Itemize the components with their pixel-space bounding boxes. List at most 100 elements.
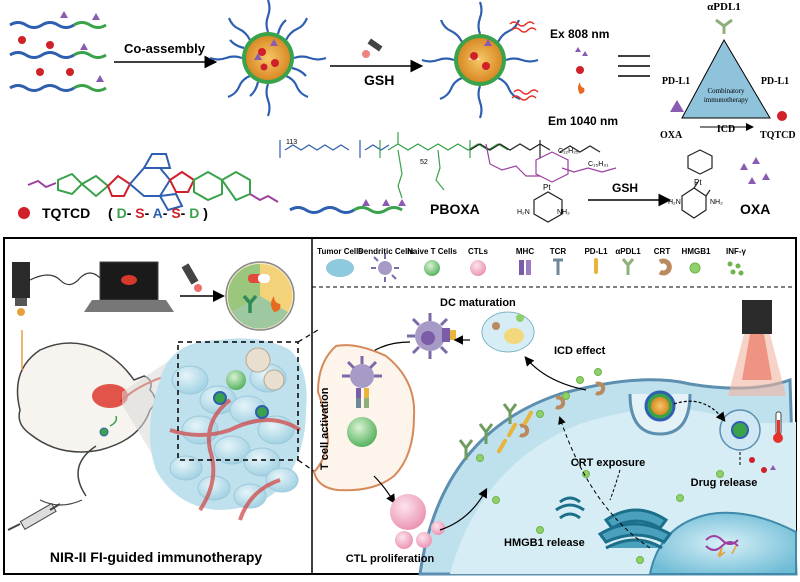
triangle-center-line1: Combinatory — [708, 87, 745, 95]
tqtcd-structure — [27, 153, 279, 212]
hmgb1-release-label: HMGB1 release — [504, 537, 585, 549]
legend-icon-tcr — [553, 258, 563, 275]
drug-release-label: Drug release — [691, 477, 758, 489]
crt-exposure-label: CRT exposure — [571, 457, 646, 469]
coassembly-arrow: Co-assembly — [114, 41, 218, 69]
triangle-center-line2: immunotherapy — [704, 96, 749, 104]
legend-label-tumor-cells: Tumor Cells — [317, 247, 363, 256]
triangle-bottom-edge: ICD — [717, 124, 735, 135]
release-gsh-label: GSH — [612, 181, 638, 195]
dna-strands — [705, 535, 739, 551]
triangle-top-label: αPDL1 — [707, 1, 741, 13]
tumor-antigen-cell — [481, 311, 535, 353]
laser-pointer-icon — [367, 38, 383, 52]
pboxa-n113: 113 — [286, 139, 297, 146]
equals-sign — [618, 55, 650, 77]
laser-device-icon — [181, 263, 199, 285]
excitation-rays — [509, 21, 539, 101]
triangle-right-edge: PD-L1 — [761, 76, 789, 87]
seq-s1: S — [135, 205, 144, 221]
pboxa-h2n: H₂N — [517, 209, 530, 216]
camera-icon — [12, 262, 30, 298]
tqtcd-label: TQTCD — [42, 205, 90, 221]
mouse-illustration — [16, 330, 156, 506]
released-agents — [575, 47, 588, 94]
ctl-proliferation-label: CTL proliferation — [346, 553, 435, 565]
er-organelle — [597, 508, 673, 550]
bottom-panel-frame — [3, 237, 797, 575]
legend-label-crt: CRT — [654, 247, 671, 256]
pboxa-pt: Pt — [543, 183, 551, 192]
tqtcd-sequence: ( D- S- A- S- D ) — [108, 205, 208, 221]
legend-icon-tumor-cells — [326, 259, 354, 277]
seq-d2: D — [189, 205, 199, 221]
light-source — [728, 300, 786, 396]
seq-s2: S — [171, 205, 180, 221]
legend-label-apdl1: αPDL1 — [615, 247, 641, 256]
legend-label-ctls: CTLs — [468, 247, 489, 256]
legend-icon-dendritic-cells — [371, 254, 399, 282]
injected-np — [99, 427, 109, 437]
dc-maturation-label: DC maturation — [440, 297, 516, 309]
triangle-left-edge: PD-L1 — [662, 76, 690, 87]
gsh-label: GSH — [364, 72, 394, 88]
legend-label-mhc: MHC — [516, 247, 534, 256]
pboxa-nh2: NH₂ — [557, 209, 570, 216]
oxa-label: OXA — [740, 201, 770, 217]
thermometer-icon — [773, 411, 783, 443]
polymer-chains — [9, 11, 107, 92]
pboxa-structure — [279, 132, 617, 223]
legend-icon-mhc — [519, 260, 524, 275]
apdl1-icon — [715, 18, 733, 34]
seq-d1: D — [117, 205, 127, 221]
legend-icon-infg — [727, 261, 744, 276]
legend-icon-pdl1 — [594, 258, 598, 274]
left-panel-caption: NIR-II FI-guided immunotherapy — [50, 549, 263, 565]
legend-icon-naive-t-cells — [424, 260, 440, 276]
legend-label-dendritic-cells: Dendritic Cells — [358, 247, 415, 256]
laptop-base — [84, 300, 174, 312]
golgi-organelle — [555, 496, 585, 520]
legend-icon-hmgb1 — [689, 262, 701, 274]
tumor-site — [92, 384, 128, 408]
nucleus — [648, 511, 797, 575]
t-cell-activation-label: T cell activation — [319, 387, 331, 470]
crt-membrane-markers — [519, 381, 606, 438]
zoom-box — [177, 341, 299, 461]
pboxa-n52: 52 — [420, 159, 428, 166]
nanoparticle-assembled — [209, 0, 327, 117]
oxa-triangles — [740, 157, 770, 184]
em-label: Em 1040 nm — [548, 114, 618, 128]
legend-label-tcr: TCR — [550, 247, 567, 256]
combinatory-triangle: αPDL1 PD-L1 PD-L1 Combinatory immunother… — [660, 1, 796, 141]
coassembly-label: Co-assembly — [124, 41, 206, 56]
antibody-icon — [242, 294, 258, 313]
pboxa-c12: C₁₂H₂₅ — [558, 148, 579, 155]
flame-icon — [271, 296, 281, 312]
lamp-icon — [742, 300, 772, 334]
legend-icon-crt — [658, 258, 672, 276]
gsh-laser-step: GSH — [330, 38, 424, 88]
tqtcd-dot — [18, 207, 30, 219]
pboxa-label: PBOXA — [430, 201, 480, 217]
legend-icon-apdl1 — [621, 258, 635, 275]
oxa-structure — [681, 149, 713, 219]
dendritic-cell — [407, 313, 456, 359]
therapy-badge — [225, 261, 295, 331]
hmgb1-dots — [476, 368, 724, 564]
imaging-setup — [12, 261, 225, 316]
nanoparticle-released — [421, 1, 539, 119]
pboxa-c15: C₁₅H₃₁ — [588, 161, 609, 168]
legend-icon-ctls — [470, 260, 486, 276]
t-cell-activation-group — [342, 356, 382, 447]
oxa-h2n: H₂N — [668, 199, 681, 206]
antibodies-bound — [458, 403, 518, 460]
legend-label-hmgb1: HMGB1 — [682, 247, 711, 256]
legend-label-pdl1: PD-L1 — [584, 247, 608, 256]
pdl1-membrane-markers — [497, 410, 533, 454]
pboxa-chain-icon — [289, 199, 406, 214]
triangle-bottom-left: OXA — [660, 130, 683, 141]
syringe-icon — [7, 502, 61, 531]
oxa-pt: Pt — [694, 178, 702, 187]
